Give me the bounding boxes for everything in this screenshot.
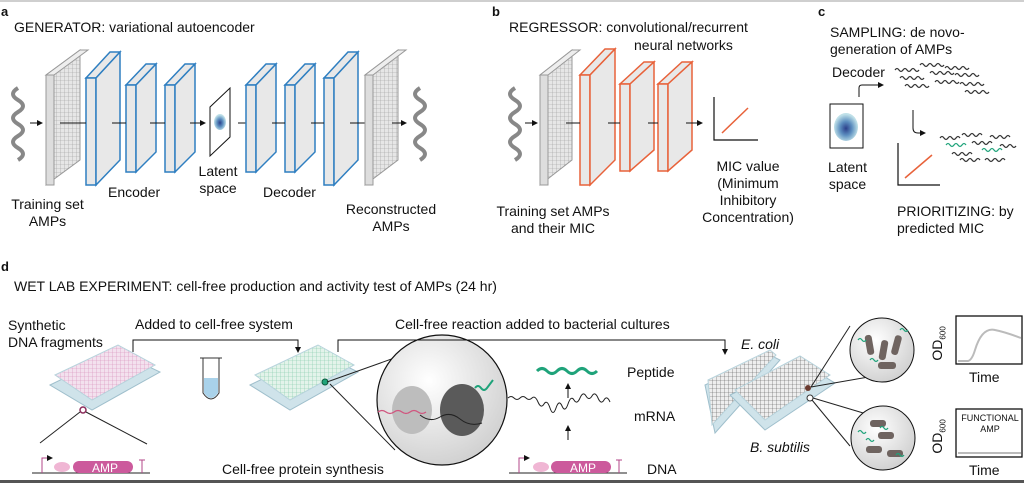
regressor-training-line1: Training set AMPs — [496, 203, 610, 219]
input-layer — [44, 49, 90, 186]
latent-space-label: Latent space — [190, 163, 246, 197]
encoder-layers — [84, 50, 197, 187]
synthetic-dna-label: Synthetic DNA fragments — [8, 317, 103, 351]
bsubtilis-culture-sphere — [850, 405, 916, 471]
dna-label: DNA — [647, 461, 677, 477]
mic-plot-icon — [897, 143, 940, 186]
growth-curve-plot-ecoli — [955, 315, 1023, 365]
panel-b-title-line1: REGRESSOR: convolutional/recurrent — [509, 19, 748, 35]
added-to-cell-free-label: Added to cell-free system — [135, 316, 293, 332]
latent-line1: Latent — [198, 163, 238, 179]
latent-line2: space — [199, 180, 237, 196]
reconstructed-line1: Reconstructed — [345, 201, 437, 217]
panel-letter-a: a — [1, 4, 9, 19]
functional-line2: AMP — [980, 424, 1000, 434]
ribosome-zoom-sphere — [376, 334, 508, 466]
amp-gene-label-2: AMP — [570, 461, 597, 475]
decoder-layers — [244, 50, 360, 187]
panel-c-title-line2: generation of AMPs — [830, 41, 953, 57]
top-border — [0, 0, 1024, 2]
dna-construct — [32, 455, 150, 474]
amp-gene-label: AMP — [92, 461, 119, 475]
cell-free-plate — [248, 344, 360, 411]
panel-letter-d: d — [1, 259, 9, 274]
mic-value-label: MIC value (Minimum Inhibitory Concentrat… — [693, 158, 803, 226]
encoder-label: Encoder — [108, 184, 161, 200]
od-text: OD — [928, 339, 945, 361]
panel-c-title-line1: SAMPLING: de novo- — [830, 24, 965, 40]
panel-a-title: GENERATOR: variational autoencoder — [14, 19, 255, 35]
time-axis-label-ecoli: Time — [969, 369, 1000, 385]
panel-d-artwork — [32, 315, 1023, 474]
training-set-line2: AMPs — [28, 213, 67, 229]
od600-axis-label-ecoli: OD600 — [929, 326, 952, 360]
mic-line4: Concentration) — [702, 209, 794, 225]
peptide-label: Peptide — [627, 364, 675, 380]
decoder-label: Decoder — [263, 184, 316, 200]
prioritized-sequences — [939, 132, 1017, 163]
bacterial-culture-plates — [704, 349, 836, 435]
panel-c-title: SAMPLING: de novo- generation of AMPs — [830, 24, 965, 58]
sampling-decoder-label: Decoder — [832, 64, 885, 80]
mic-line1: MIC value — [716, 158, 780, 174]
latent-space-icon — [829, 103, 864, 149]
cell-free-reaction-label: Cell-free reaction added to bacterial cu… — [395, 316, 670, 332]
reconstructed-line2: AMPs — [372, 218, 410, 234]
bottom-border — [0, 480, 1024, 483]
reconstructed-helix-icon — [413, 86, 427, 162]
output-layer — [363, 48, 408, 187]
regressor-input-layer — [538, 48, 582, 187]
panel-letter-b: b — [492, 4, 500, 19]
od-text: OD — [928, 432, 945, 454]
training-set-line1: Training set — [11, 196, 84, 212]
panel-letter-c: c — [818, 4, 826, 19]
panel-b-artwork — [508, 47, 758, 187]
dna-construct-2 — [509, 455, 627, 474]
peptide-helix-icon — [508, 86, 522, 162]
synthetic-line1: Synthetic — [8, 317, 66, 333]
panel-a-artwork — [11, 48, 427, 187]
prioritizing-label: PRIORITIZING: by predicted MIC — [897, 203, 1014, 237]
regressor-training-line2: and their MIC — [510, 220, 596, 236]
peptide-icon — [535, 367, 599, 375]
prioritizing-line2: predicted MIC — [897, 220, 985, 236]
peptide-helix-icon — [11, 86, 25, 162]
panel-b-title-line2: neural networks — [634, 37, 733, 53]
od600-axis-label-bsubtilis: OD600 — [929, 419, 952, 453]
test-tube-icon — [200, 357, 222, 400]
synthetic-line2: DNA fragments — [8, 334, 103, 350]
time-axis-label-bsubtilis: Time — [969, 462, 1000, 478]
mrna-label: mRNA — [634, 408, 676, 424]
cell-free-protein-synthesis-label: Cell-free protein synthesis — [222, 461, 384, 477]
training-set-label: Training set AMPs — [0, 196, 95, 230]
od-subscript: 600 — [938, 419, 948, 433]
latent-space-icon — [209, 86, 231, 158]
growth-curve-plot-bsubtilis — [955, 408, 1023, 458]
sampling-latent-line1: Latent — [828, 159, 867, 175]
reconstructed-label: Reconstructed AMPs — [336, 201, 446, 235]
regressor-training-label: Training set AMPs and their MIC — [483, 203, 623, 237]
ecoli-label: E. coli — [741, 336, 780, 352]
mrna-icon — [507, 393, 611, 413]
functional-amp-annotation: FUNCTIONAL AMP — [956, 413, 1024, 435]
mic-line3: Inhibitory — [719, 192, 777, 208]
ecoli-culture-sphere — [849, 317, 915, 383]
panel-d-title: WET LAB EXPERIMENT: cell-free production… — [14, 278, 497, 294]
sampling-latent-label: Latent space — [825, 159, 870, 193]
dna-plate — [48, 344, 162, 414]
prioritizing-line1: PRIORITIZING: by — [897, 203, 1014, 219]
panel-c-artwork — [829, 62, 1017, 186]
bsubtilis-label: B. subtilis — [750, 439, 810, 455]
mic-plot-icon — [713, 97, 758, 141]
regressor-layers — [578, 47, 694, 187]
od-subscript: 600 — [938, 326, 948, 340]
functional-line1: FUNCTIONAL — [961, 413, 1019, 423]
sampling-latent-line2: space — [828, 176, 867, 192]
generated-sequences — [894, 62, 990, 95]
mic-line2: (Minimum — [717, 175, 779, 191]
